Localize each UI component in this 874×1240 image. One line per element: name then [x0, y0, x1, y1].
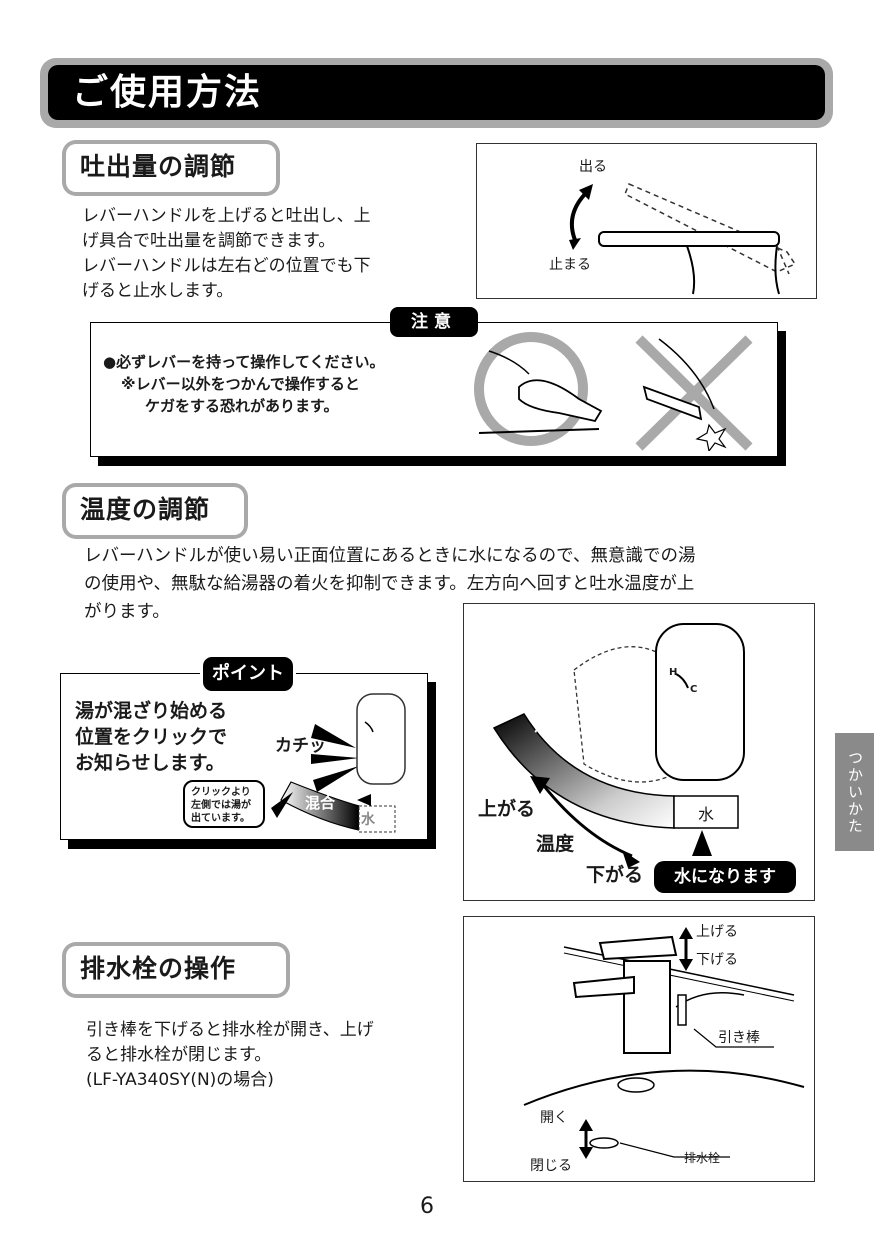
flow-text-line: レバーハンドルは左右どの位置でも下 [82, 256, 371, 276]
drain-text-line: (LF-YA340SY(N)の場合) [86, 1070, 274, 1090]
point-text-line: お知らせします。 [75, 752, 225, 774]
point-text-line: 湯が混ざり始める [75, 700, 228, 722]
lever-h-mark: H [669, 667, 678, 678]
caution-illustration [474, 332, 753, 451]
temp-hot-label: 湯 [534, 716, 551, 735]
drain-description: 引き棒を下げると排水栓が開き、上げ ると排水栓が閉じます。 (LF-YA340S… [86, 1018, 374, 1093]
point-note-line: 左側では湯が [191, 800, 251, 811]
section-heading-flow-frame: 吐出量の調節 [62, 140, 280, 196]
temp-text-line: レバーハンドルが使い易い正面位置にあるときに水になるので、無意識での湯 [84, 546, 696, 566]
point-note-line: 出ています。 [191, 813, 250, 824]
flow-text-line: レバーハンドルを上げると吐出し、上 [82, 206, 371, 226]
point-note-callout: クリックより 左側では湯が 出ています。 [183, 780, 265, 828]
becomes-water-badge: 水になります [654, 861, 796, 893]
section-heading-drain-frame: 排水栓の操作 [62, 942, 290, 998]
temp-label: 温度 [536, 833, 575, 855]
caution-line: ケガをする恐れがあります。 [145, 397, 339, 415]
point-box: 湯が混ざり始める 位置をクリックで お知らせします。 カチッ 混合 水 クリック… [60, 673, 428, 840]
point-water-label: 水 [361, 812, 375, 828]
click-sound-label: カチッ [275, 736, 326, 756]
temp-up-label: 上がる [478, 798, 536, 820]
flow-description: レバーハンドルを上げると吐出し、上 げ具合で吐出量を調節できます。 レバーハンド… [82, 204, 371, 304]
flow-text-line: げると止水します。 [82, 281, 234, 301]
point-note-line: クリックより [191, 787, 251, 798]
flow-label-up: 出る [579, 159, 607, 175]
caution-line: ●必ずレバーを持って操作してください。 [103, 353, 385, 371]
point-mixed-label: 混合 [305, 794, 336, 812]
drain-raise-label: 上げる [696, 924, 738, 940]
drain-plug-label: 排水栓 [684, 1151, 721, 1165]
temp-down-label: 下がる [586, 864, 644, 886]
page-title-frame: ご使用方法 [40, 58, 833, 128]
drain-close-label: 閉じる [530, 1158, 572, 1174]
drain-illustration [523, 927, 805, 1159]
flow-text-line: げ具合で吐出量を調節できます。 [82, 231, 336, 251]
drain-text-line: ると排水栓が閉じます。 [86, 1045, 272, 1065]
point-illustration [271, 693, 406, 833]
caution-text: ●必ずレバーを持って操作してください。 ※レバー以外をつかんで操作すると ケガを… [103, 351, 384, 417]
point-text: 湯が混ざり始める 位置をクリックで お知らせします。 [75, 698, 227, 776]
temp-text-line: の使用や、無駄な給湯器の着火を抑制できます。左方向へ回すと吐水温度が上 [84, 574, 695, 594]
flow-figure: 出る 止まる [476, 143, 817, 299]
temp-lever-illustration [492, 623, 745, 868]
temp-text-line: がります。 [84, 602, 170, 622]
drain-text-line: 引き棒を下げると排水栓が開き、上げ [86, 1020, 374, 1040]
page-number: 6 [420, 1194, 434, 1219]
temp-figure: 湯 H C 上がる 温度 下がる 水 水になります [463, 603, 815, 901]
drain-rod-label: 引き棒 [718, 1030, 760, 1046]
drain-lower-label: 下げる [696, 952, 738, 968]
flow-label-down: 止まる [549, 257, 591, 273]
temp-water-label: 水 [697, 805, 714, 824]
drain-open-label: 開く [540, 1110, 568, 1126]
point-text-line: 位置をクリックで [75, 726, 228, 748]
page-title: ご使用方法 [48, 65, 825, 120]
lever-c-mark: C [690, 684, 698, 695]
caution-line: ※レバー以外をつかんで操作すると [121, 375, 360, 393]
caution-box: ●必ずレバーを持って操作してください。 ※レバー以外をつかんで操作すると ケガを… [90, 322, 778, 457]
side-tab-usage: つかいかた [835, 733, 874, 851]
faucet-lever-illustration [569, 183, 797, 295]
drain-figure: 上げる 下げる 引き棒 開く 閉じる 排水栓 [463, 916, 815, 1182]
section-heading-flow: 吐出量の調節 [66, 144, 276, 192]
section-heading-temp: 温度の調節 [66, 487, 244, 535]
temp-description: レバーハンドルが使い易い正面位置にあるときに水になるので、無意識での湯 の使用や… [84, 542, 695, 626]
point-label: ポイント [200, 654, 296, 694]
caution-label: 注意 [390, 307, 478, 337]
section-heading-temp-frame: 温度の調節 [62, 483, 248, 539]
section-heading-drain: 排水栓の操作 [66, 946, 286, 994]
